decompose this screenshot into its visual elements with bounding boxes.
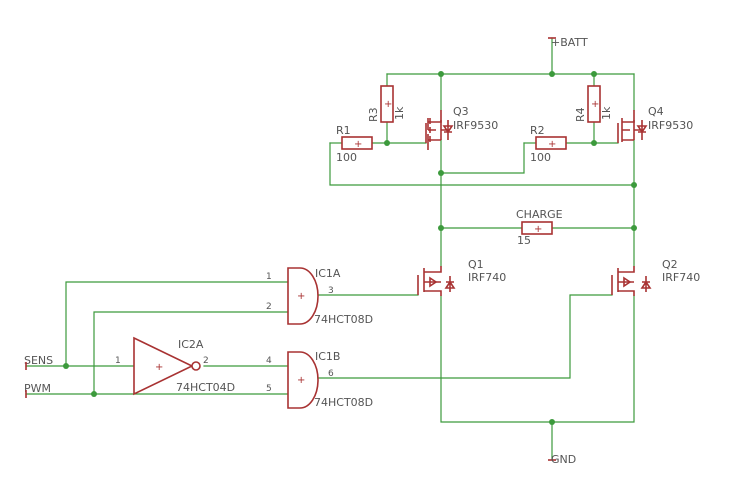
wires bbox=[25, 37, 635, 461]
r2-cross-wire bbox=[440, 142, 525, 174]
ic1a-name: IC1A bbox=[315, 267, 341, 280]
ic1b-out-wire bbox=[317, 294, 613, 379]
mosfet-q4: Q4 IRF9530 bbox=[617, 105, 693, 143]
svg-text:+: + bbox=[354, 139, 362, 150]
junction-dot bbox=[549, 71, 555, 77]
junction-dot bbox=[438, 71, 444, 77]
svg-text:+: + bbox=[155, 362, 163, 373]
ic1a-pin1: 1 bbox=[266, 272, 272, 282]
ic1b-pin5: 5 bbox=[266, 384, 272, 394]
r1-value: 100 bbox=[336, 151, 357, 164]
junction-dot bbox=[631, 182, 637, 188]
q2-source-wire bbox=[551, 295, 635, 423]
ic1b-name: IC1B bbox=[315, 350, 340, 363]
resistor-r4: + R4 1k bbox=[574, 85, 613, 123]
svg-text:+: + bbox=[548, 139, 556, 150]
svg-text:+: + bbox=[297, 375, 305, 386]
resistor-r2: + R2 100 bbox=[530, 124, 567, 164]
and-gate-ic1a: + IC1A 74HCT08D 1 2 3 bbox=[266, 267, 373, 326]
ic1b-pin6: 6 bbox=[328, 369, 334, 379]
junctions bbox=[63, 71, 637, 425]
q4-name: Q4 bbox=[648, 105, 664, 118]
charge-value: 15 bbox=[517, 234, 531, 247]
r3-name: R3 bbox=[367, 107, 380, 122]
svg-text:+: + bbox=[297, 291, 305, 302]
q1-name: Q1 bbox=[468, 258, 484, 271]
r4-name: R4 bbox=[574, 107, 587, 122]
resistor-r3: + R3 1k bbox=[367, 85, 406, 123]
junction-dot bbox=[631, 225, 637, 231]
svg-text:+: + bbox=[384, 99, 392, 110]
junction-dot bbox=[438, 170, 444, 176]
and-gate-ic1b: + IC1B 74HCT08D 4 5 6 bbox=[266, 350, 373, 409]
junction-dot bbox=[63, 363, 69, 369]
q4-value: IRF9530 bbox=[648, 119, 693, 132]
svg-text:+: + bbox=[591, 99, 599, 110]
junction-dot bbox=[549, 419, 555, 425]
batt-supply: +BATT bbox=[548, 36, 588, 49]
ic2a-pin1: 1 bbox=[115, 356, 121, 366]
mosfet-q1: Q1 IRF740 bbox=[417, 258, 506, 296]
batt-label: +BATT bbox=[551, 36, 588, 49]
ic2a-name: IC2A bbox=[178, 338, 204, 351]
svg-text:+: + bbox=[534, 224, 542, 235]
r3-value: 1k bbox=[393, 106, 406, 120]
junction-dot bbox=[591, 140, 597, 146]
mosfet-q3: Q3 IRF9530 bbox=[425, 105, 498, 150]
r2-name: R2 bbox=[530, 124, 545, 137]
charge-name: CHARGE bbox=[516, 208, 563, 221]
pwm-label: PWM bbox=[24, 382, 51, 395]
ic1b-value: 74HCT08D bbox=[314, 396, 373, 409]
junction-dot bbox=[591, 71, 597, 77]
r1-cross-wire bbox=[329, 142, 635, 186]
ic1b-pin4: 4 bbox=[266, 356, 272, 366]
sens-label: SENS bbox=[24, 354, 53, 367]
mosfet-q2: Q2 IRF740 bbox=[611, 258, 700, 296]
q3-value: IRF9530 bbox=[453, 119, 498, 132]
ic1a-value: 74HCT08D bbox=[314, 313, 373, 326]
junction-dot bbox=[384, 140, 390, 146]
r1-name: R1 bbox=[336, 124, 351, 137]
q2-value: IRF740 bbox=[662, 271, 700, 284]
q1-value: IRF740 bbox=[468, 271, 506, 284]
sens-branch-wire bbox=[65, 281, 289, 367]
ic1a-pin2: 2 bbox=[266, 302, 272, 312]
ic2a-value: 74HCT04D bbox=[176, 381, 235, 394]
gnd-label: GND bbox=[551, 453, 576, 466]
junction-dot bbox=[91, 391, 97, 397]
gnd-supply: GND bbox=[548, 453, 576, 466]
ic1a-pin3: 3 bbox=[328, 286, 334, 296]
r2-value: 100 bbox=[530, 151, 551, 164]
junction-dot bbox=[438, 225, 444, 231]
pwm-branch-wire bbox=[93, 311, 289, 395]
q2-name: Q2 bbox=[662, 258, 678, 271]
resistor-charge: + CHARGE 15 bbox=[516, 208, 563, 247]
inverter-ic2a: + IC2A 74HCT04D 1 2 bbox=[115, 336, 235, 396]
r4-value: 1k bbox=[600, 106, 613, 120]
q3-name: Q3 bbox=[453, 105, 469, 118]
ic2a-pin2: 2 bbox=[203, 356, 209, 366]
resistor-r1: + R1 100 bbox=[336, 124, 373, 164]
q1-source-wire bbox=[440, 295, 553, 423]
